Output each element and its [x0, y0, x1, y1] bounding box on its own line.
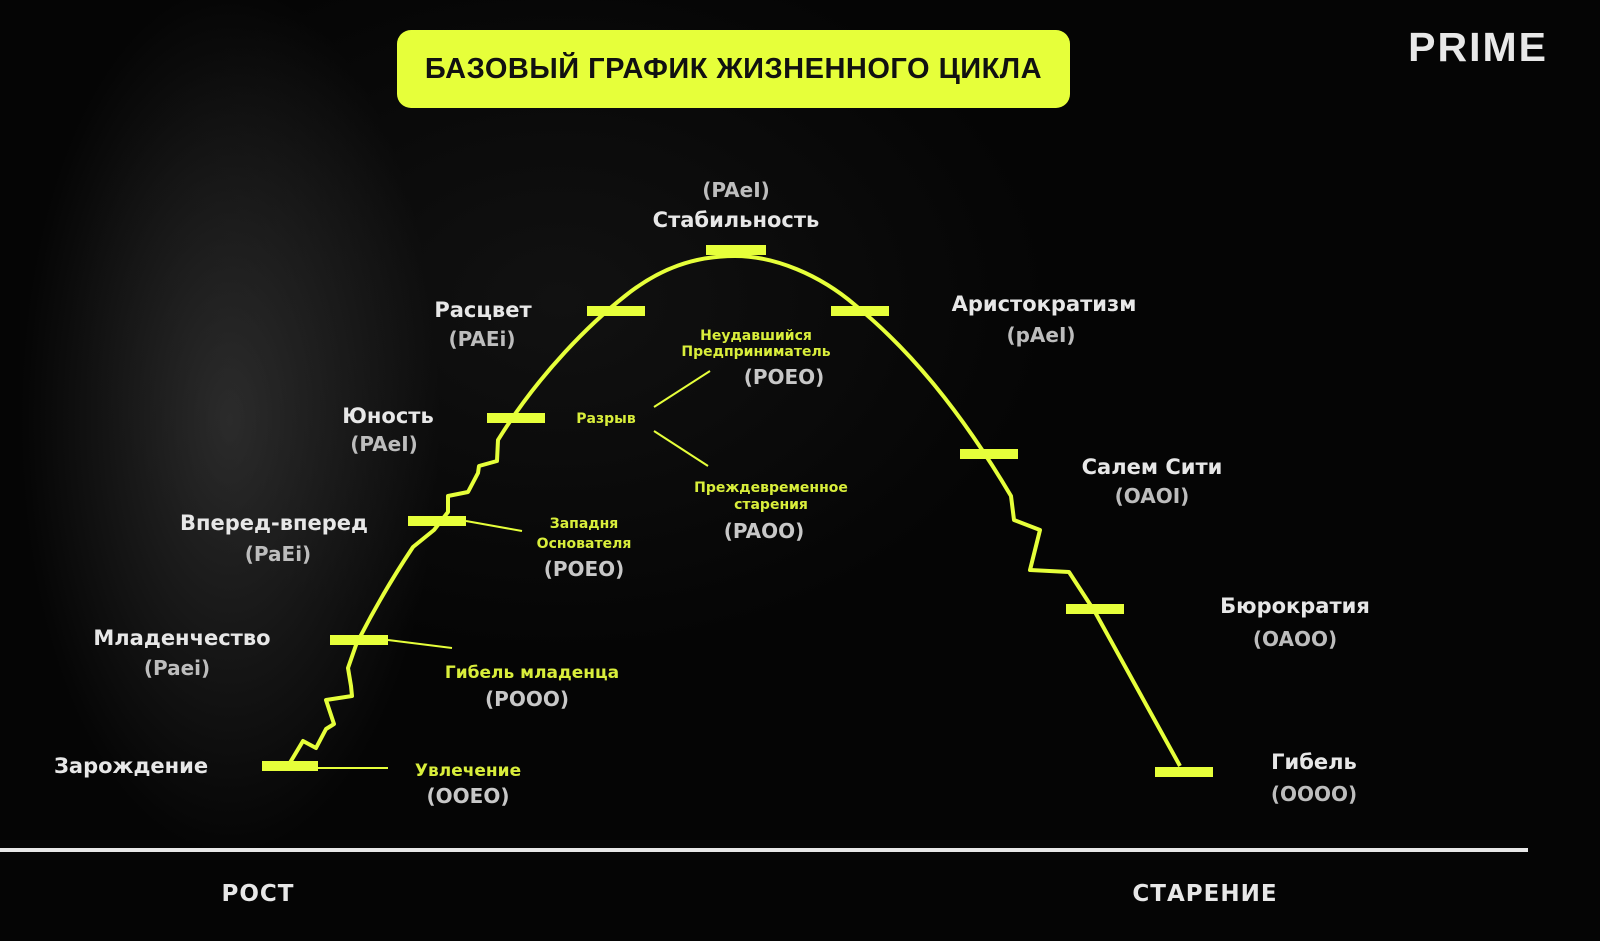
stage-vpered-code: (PaEi)	[245, 542, 311, 566]
trap-gibel-mladentsa-name: Гибель младенца	[445, 663, 619, 683]
lifecycle-curve	[286, 254, 1182, 768]
trap-prezhdevremennoe-line1: Преждевременное	[694, 480, 848, 496]
trap-neudavshiysya-line1: Неудавшийся	[700, 328, 812, 344]
stage-aristokratizm-code: (pAeI)	[1006, 323, 1075, 347]
trap-gibel-mladentsa-code: (POOO)	[485, 687, 569, 711]
trap-prezhdevremennoe-code: (PAOO)	[724, 519, 805, 543]
connector-zapadnya	[465, 520, 523, 532]
tick-vpered	[408, 516, 466, 526]
trap-prezhdevremennoe-line2: старения	[734, 497, 808, 513]
tick-stabilnost	[706, 245, 766, 255]
stage-yunost-code: (PAeI)	[350, 432, 418, 456]
connector-prezhdevremennoe	[653, 430, 709, 467]
stage-gibel-code: (OOOO)	[1271, 782, 1357, 806]
stage-stabilnost-code: (PAeI)	[702, 178, 770, 202]
tick-burokratiya	[1066, 604, 1124, 614]
tick-zarozhdenie	[262, 761, 318, 771]
trap-uvlechenie-code: (OOEO)	[427, 784, 510, 808]
tick-rastsvet	[587, 306, 645, 316]
trap-uvlechenie-name: Увлечение	[415, 761, 521, 781]
prime-logo: PRIME	[1408, 24, 1548, 70]
stage-burokratiya-code: (OAOO)	[1253, 627, 1337, 651]
stage-vpered-name: Вперед-вперед	[180, 511, 368, 535]
axis-aging-label: СТАРЕНИЕ	[1132, 881, 1277, 907]
connector-gibel-mladentsa	[387, 639, 453, 649]
stage-aristokratizm-name: Аристократизм	[952, 292, 1137, 316]
stage-yunost-name: Юность	[342, 404, 434, 428]
stage-stabilnost-name: Стабильность	[653, 208, 820, 232]
trap-zapadnya-code: (POEO)	[544, 557, 625, 581]
stage-rastsvet-name: Расцвет	[434, 298, 532, 322]
slide-title: БАЗОВЫЙ ГРАФИК ЖИЗНЕННОГО ЦИКЛА	[397, 30, 1070, 108]
tick-mladenchestvo	[330, 635, 388, 645]
tick-salem	[960, 449, 1018, 459]
trap-zapadnya-line1: Западня	[550, 516, 618, 532]
tick-aristokratizm	[831, 306, 889, 316]
axis-growth-label: РОСТ	[222, 881, 295, 907]
trap-razryv-name: Разрыв	[576, 411, 636, 427]
trap-neudavshiysya-line2: Предприниматель	[681, 344, 830, 360]
tick-gibel	[1155, 767, 1213, 777]
stage-rastsvet-code: (PAEi)	[448, 327, 515, 351]
stage-salem-name: Салем Сити	[1082, 455, 1223, 479]
stage-mladenchestvo-name: Младенчество	[93, 626, 270, 650]
stage-gibel-name: Гибель	[1271, 750, 1357, 774]
stage-zarozhdenie-name: Зарождение	[54, 754, 208, 778]
tick-yunost	[487, 413, 545, 423]
stage-mladenchestvo-code: (Paei)	[144, 656, 210, 680]
stage-salem-code: (OAOI)	[1115, 484, 1190, 508]
trap-neudavshiysya-code: (POEO)	[744, 365, 825, 389]
trap-zapadnya-line2: Основателя	[537, 536, 632, 552]
connector-neudavshiysya	[653, 370, 711, 408]
stage-burokratiya-name: Бюрократия	[1220, 594, 1370, 618]
